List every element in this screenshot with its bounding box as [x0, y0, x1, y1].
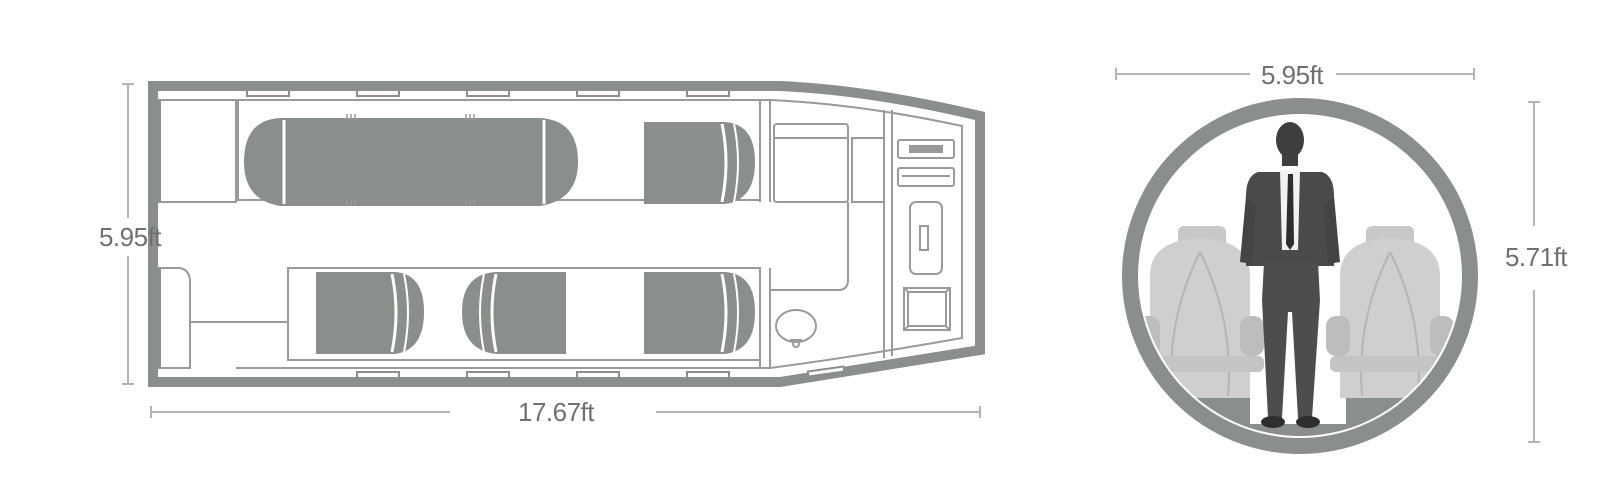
- sink: [775, 309, 817, 343]
- floorplan-length-label: 17.67ft: [518, 397, 595, 427]
- fuselage-cross-section: [1122, 98, 1478, 454]
- divan-table: [244, 118, 578, 206]
- aft-cabinets: [155, 99, 288, 369]
- galley-lavatory: [759, 100, 955, 368]
- passenger-seat-left: [1140, 226, 1264, 398]
- cross-section-width-dimension: 5.95ft: [1115, 60, 1475, 90]
- floorplan-length-dimension: 17.67ft: [150, 397, 981, 427]
- person-silhouette: [1240, 122, 1340, 428]
- floorplan-width-dimension: 5.95ft: [99, 83, 163, 385]
- seat-bottom-middle: [462, 272, 566, 354]
- seat-bottom-forward: [644, 272, 755, 354]
- cross-section-height-dimension: 5.71ft: [1505, 101, 1569, 443]
- luggage: [909, 201, 943, 275]
- cross-section-width-label: 5.95ft: [1261, 60, 1324, 90]
- floorplan-width-label: 5.95ft: [99, 222, 162, 252]
- cross-section: 5.95ft 5.71ft: [1115, 60, 1569, 454]
- windows-bottom: [356, 365, 846, 379]
- seat-top-forward: [644, 122, 755, 204]
- windows-top: [246, 89, 730, 97]
- seat-bottom-aft: [316, 272, 424, 354]
- floor-plan: 5.95ft 17.67ft: [99, 81, 985, 427]
- cross-section-height-label: 5.71ft: [1505, 242, 1568, 272]
- fuselage-inner-line: [236, 99, 963, 369]
